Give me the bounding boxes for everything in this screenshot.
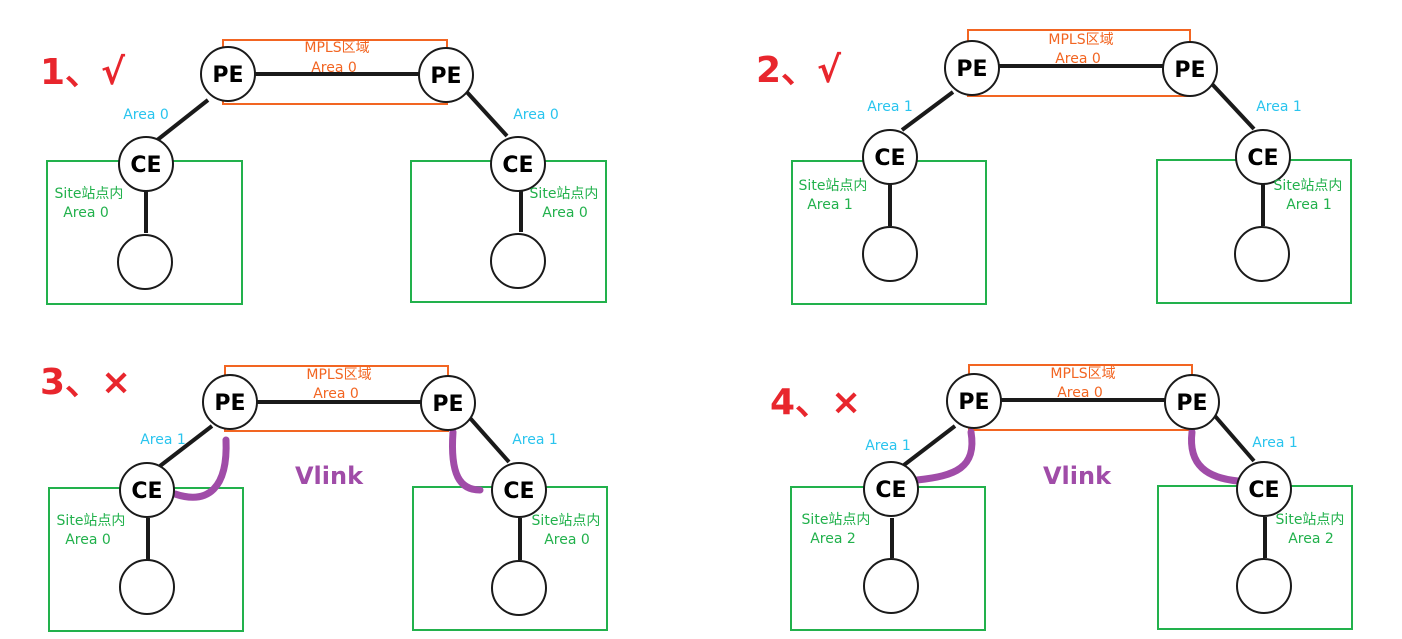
- ce-label-right: CE: [1248, 478, 1279, 503]
- pe-node-right: [420, 375, 476, 431]
- site-title-left: Site站点内: [799, 178, 868, 194]
- ce-node-right: [490, 136, 546, 192]
- pe-ce-area-right: Area 1: [1256, 99, 1302, 115]
- pe-label-right: PE: [432, 392, 463, 417]
- vlink-path-left: [171, 436, 230, 501]
- mpls-area: Area 0: [313, 386, 359, 402]
- site-title-left: Site站点内: [55, 186, 124, 202]
- pe-label-right: PE: [430, 64, 461, 89]
- pe-label-right: PE: [1176, 391, 1207, 416]
- site-title-right: Site站点内: [1276, 512, 1345, 528]
- pe-ce-area-left: Area 0: [123, 107, 169, 123]
- pe-node-left: [202, 374, 258, 430]
- host-node-right: [1236, 558, 1292, 614]
- pe-ce-area-right: Area 1: [512, 432, 558, 448]
- ce-node-right: [1236, 461, 1292, 517]
- ce-label-left: CE: [874, 146, 905, 171]
- pe-node-left: [200, 46, 256, 102]
- pe-node-right: [1164, 374, 1220, 430]
- mpls-title: MPLS区域: [306, 367, 371, 383]
- ce-node-left: [863, 461, 919, 517]
- site-title-left: Site站点内: [57, 513, 126, 529]
- site-title-right: Site站点内: [1274, 178, 1343, 194]
- mpls-title: MPLS区域: [1048, 32, 1113, 48]
- diagram-2: 2、√ PE PE CE CE MPLS区域 Area 0 Area 1 Are…: [756, 29, 1352, 305]
- site-title-right: Site站点内: [532, 513, 601, 529]
- host-node-right: [491, 560, 547, 616]
- pe-ce-link-right: [468, 416, 511, 464]
- vlink-label: Vlink: [1043, 462, 1112, 490]
- pe-ce-link-right: [1210, 82, 1256, 131]
- vlink-path-right: [448, 428, 484, 494]
- vlink-path-right: [1188, 428, 1242, 485]
- site-title-right: Site站点内: [530, 186, 599, 202]
- mpls-area: Area 0: [1057, 385, 1103, 401]
- diagram-1-tag: 1、√: [40, 52, 126, 93]
- pe-ce-link-right: [463, 88, 509, 138]
- site-area-left: Area 2: [810, 531, 856, 547]
- diagram-3: 3、× PE PE CE CE MPLS区域 Area 0 Area 1 Are…: [40, 362, 608, 632]
- pe-ce-link-left: [158, 424, 214, 468]
- ce-label-left: CE: [131, 479, 162, 504]
- pe-ce-link-left: [154, 98, 210, 143]
- ce-node-right: [1235, 129, 1291, 185]
- host-node-left: [119, 559, 175, 615]
- pe-ce-area-left: Area 1: [140, 432, 186, 448]
- pe-label-right: PE: [1174, 58, 1205, 83]
- pe-node-right: [418, 47, 474, 103]
- ce-label-left: CE: [130, 153, 161, 178]
- host-node-right: [490, 233, 546, 289]
- ce-node-left: [862, 129, 918, 185]
- host-node-left: [117, 234, 173, 290]
- pe-node-right: [1162, 41, 1218, 97]
- host-node-right: [1234, 226, 1290, 282]
- vlink-label: Vlink: [295, 462, 364, 490]
- diagram-3-tag: 3、×: [40, 362, 131, 403]
- pe-ce-area-right: Area 1: [1252, 435, 1298, 451]
- ce-label-left: CE: [875, 478, 906, 503]
- diagram-2-tag: 2、√: [756, 50, 842, 91]
- pe-ce-link-left: [900, 90, 955, 132]
- site-area-left: Area 0: [65, 532, 111, 548]
- host-node-left: [862, 226, 918, 282]
- pe-ce-area-left: Area 1: [865, 438, 911, 454]
- mpls-area: Area 0: [311, 60, 357, 76]
- site-area-left: Area 1: [807, 197, 853, 213]
- pe-node-left: [946, 373, 1002, 429]
- ce-label-right: CE: [502, 153, 533, 178]
- host-node-left: [863, 558, 919, 614]
- pe-label-left: PE: [958, 390, 989, 415]
- pe-label-left: PE: [212, 63, 243, 88]
- site-area-right: Area 0: [542, 205, 588, 221]
- pe-ce-area-right: Area 0: [513, 107, 559, 123]
- mpls-title: MPLS区域: [1050, 366, 1115, 382]
- site-area-right: Area 1: [1286, 197, 1332, 213]
- vlink-path-left: [913, 428, 976, 484]
- pe-ce-link-left: [902, 424, 957, 467]
- ce-node-right: [491, 462, 547, 518]
- site-area-right: Area 0: [544, 532, 590, 548]
- ce-label-right: CE: [503, 479, 534, 504]
- pe-ce-area-left: Area 1: [867, 99, 913, 115]
- pe-ce-link-right: [1213, 414, 1256, 463]
- ce-node-left: [119, 462, 175, 518]
- diagram-1: 1、√ PE PE CE CE MPLS区域 Area 0 Area 0 Are…: [40, 39, 607, 305]
- diagram-4: 4、× PE PE CE CE MPLS区域 Area 0 Area 1 Are…: [770, 364, 1353, 631]
- site-title-left: Site站点内: [802, 512, 871, 528]
- pe-label-left: PE: [956, 57, 987, 82]
- diagram-4-tag: 4、×: [770, 382, 861, 423]
- pe-label-left: PE: [214, 391, 245, 416]
- site-area-left: Area 0: [63, 205, 109, 221]
- site-area-right: Area 2: [1288, 531, 1334, 547]
- ce-node-left: [118, 136, 174, 192]
- ce-label-right: CE: [1247, 146, 1278, 171]
- pe-node-left: [944, 40, 1000, 96]
- mpls-title: MPLS区域: [304, 40, 369, 56]
- mpls-area: Area 0: [1055, 51, 1101, 67]
